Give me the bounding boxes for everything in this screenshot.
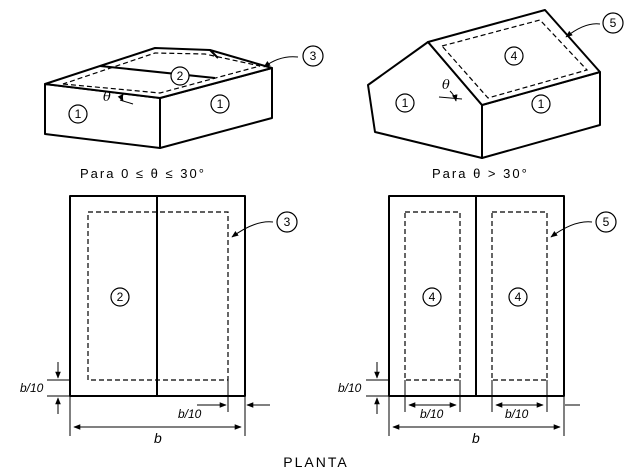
plan-title: PLANTA [283,454,348,470]
angle-marker-right: θ [438,78,463,102]
theta-symbol: θ [103,90,111,105]
dim-b: b [154,430,162,446]
plan-low-slope: 2 3 b/10 b/10 b [20,195,298,446]
svg-text:4: 4 [515,290,522,304]
zone-label-2-roof: 2 [170,66,190,86]
svg-text:4: 4 [511,49,518,63]
steep-slope-building-3d [367,9,601,159]
caption-low-slope: Para 0 ≤ θ ≤ 30° [80,166,206,181]
svg-text:1: 1 [402,96,409,110]
svg-text:2: 2 [117,290,124,304]
svg-text:5: 5 [603,215,610,229]
dim-b10-horizontal-left: b/10 [420,407,444,421]
zone-label-1-front-wall: 1 [210,94,230,114]
dim-b10-vertical: b/10 [338,381,362,395]
low-slope-building-3d [44,47,273,149]
ridge-line [99,65,216,79]
plan-zone-right [491,211,548,381]
svg-text:1: 1 [538,97,545,111]
svg-text:3: 3 [284,215,291,229]
callout-3-plan: 3 [231,211,298,238]
dim-b10-horizontal: b/10 [178,407,202,421]
svg-text:5: 5 [610,16,617,30]
svg-text:4: 4 [429,290,436,304]
plan-interior-zone [87,211,229,381]
zone-label-1-side-wall: 1 [531,94,551,114]
plan-zone-left [404,211,461,381]
svg-text:3: 3 [310,49,317,63]
svg-text:1: 1 [75,107,82,121]
svg-text:2: 2 [177,69,184,83]
edge-zone-boundary-3 [62,52,261,94]
zone-label-4-plan-right: 4 [508,287,528,307]
dim-b: b [472,430,480,446]
zone-label-4-plan-left: 4 [422,287,442,307]
edge-zone-boundary-5 [440,19,589,99]
dim-b10-vertical: b/10 [20,381,44,395]
callout-5-top: 5 [565,12,624,38]
zone-label-1-left-wall: 1 [68,104,88,124]
angle-marker-left: θ [103,90,134,105]
zone-label-1-gable-wall: 1 [395,93,415,113]
theta-symbol: θ [442,78,450,93]
callout-3-top: 3 [263,45,324,68]
dim-b10-horizontal-right: b/10 [505,407,529,421]
zone-label-4-roof: 4 [504,46,524,66]
svg-text:1: 1 [217,97,224,111]
caption-steep-slope: Para θ > 30° [432,166,529,181]
plan-steep-slope: 4 4 5 b/10 b/10 b/10 b [338,195,617,446]
roof-gable-edge [209,49,219,59]
zone-label-2-plan: 2 [110,287,130,307]
callout-5-plan: 5 [550,211,617,238]
